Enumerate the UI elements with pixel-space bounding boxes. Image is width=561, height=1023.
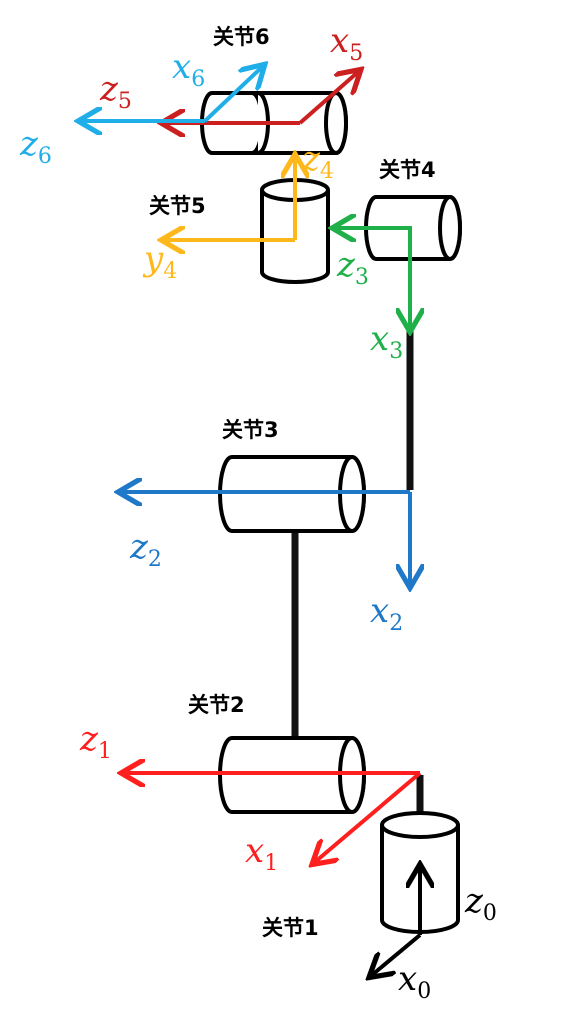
axis-x0-label: x0: [398, 959, 431, 1004]
joint-4-cylinder: [364, 195, 462, 261]
axis-z2-label: z2: [129, 527, 162, 572]
axis-z6-label: z6: [19, 124, 52, 169]
joint-5-label: 关节5: [149, 194, 206, 218]
axis-x1-label: x1: [245, 831, 278, 876]
axis-z5-label: z5: [99, 69, 132, 114]
axis-x6-arrow: [203, 67, 262, 123]
axis-y4-label: y4: [142, 239, 177, 284]
axis-x6-label: x6: [172, 47, 205, 92]
axis-x5-label: x5: [330, 21, 363, 66]
axis-x1-arrow: [315, 771, 422, 862]
axis-x2-label: x2: [370, 591, 403, 636]
axis-z1-label: z1: [79, 719, 112, 764]
joint-6-label: 关节6: [213, 25, 270, 49]
axis-z3-arrow: [336, 228, 412, 230]
axis-x5-arrow: [298, 72, 358, 125]
axis-x3-label: x3: [370, 319, 403, 364]
axis-z4-label: z4: [301, 139, 334, 184]
axis-z0-label: z0: [464, 881, 497, 926]
joint-4-label: 关节4: [379, 158, 436, 182]
joint-3-label: 关节3: [222, 418, 279, 442]
axis-x0-arrow: [372, 933, 422, 975]
joint-1-label: 关节1: [262, 916, 319, 940]
axis-z3-label: z3: [336, 245, 369, 290]
joint-2-label: 关节2: [188, 693, 245, 717]
